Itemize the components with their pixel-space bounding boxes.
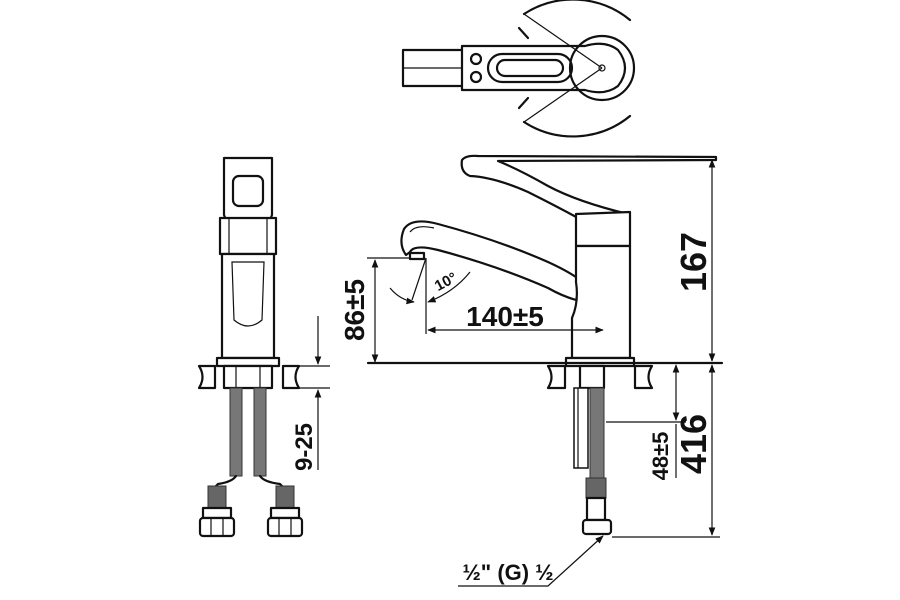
- overall-height-label: 167: [673, 232, 714, 292]
- connection-thread-callout: ½" (G) ½: [458, 535, 604, 587]
- spout-height-dimension: 86±5: [339, 257, 410, 363]
- front-view: [197, 156, 304, 538]
- spout-angle-label: 10°: [432, 269, 460, 295]
- thread-length-dimension: 48±5: [606, 364, 686, 481]
- spout-reach-dimension: 140±5: [427, 301, 604, 334]
- overall-height-dimension: 167: [673, 159, 716, 362]
- connection-thread-label: ½" (G) ½: [462, 560, 553, 585]
- top-view: [401, 0, 636, 138]
- below-deck-dimension: 416: [612, 364, 720, 538]
- spout-reach-label: 140±5: [466, 301, 544, 332]
- below-deck-label: 416: [673, 414, 714, 474]
- thread-length-label: 48±5: [648, 432, 673, 481]
- deck-thickness-dimension: 9-25: [291, 316, 330, 471]
- spout-height-label: 86±5: [339, 279, 370, 341]
- deck-thickness-label: 9-25: [291, 423, 318, 471]
- spout-angle-dimension: 10°: [389, 257, 471, 334]
